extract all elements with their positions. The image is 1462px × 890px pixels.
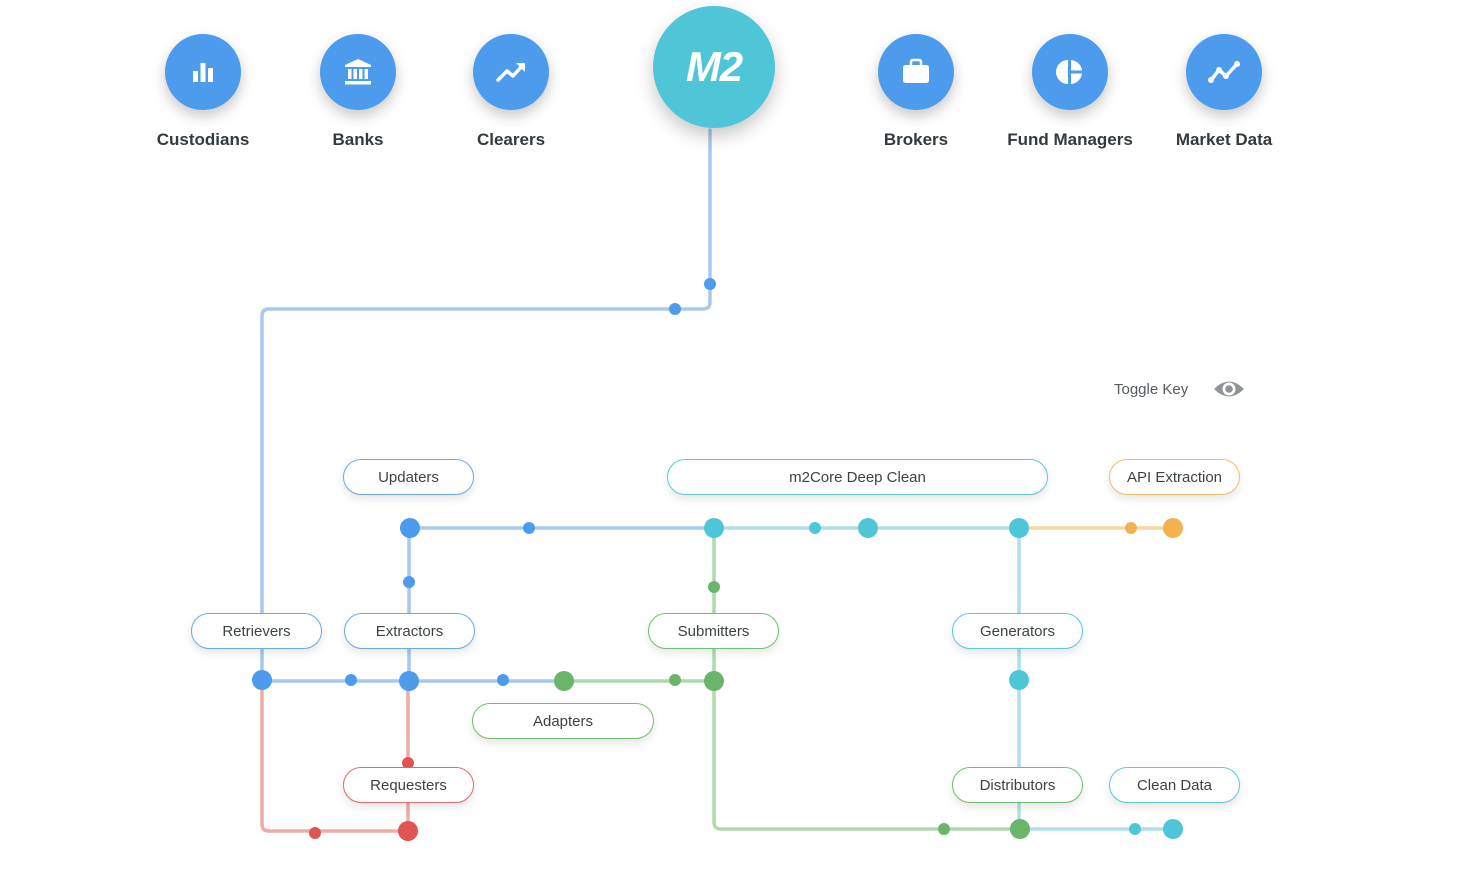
- source-banks[interactable]: Banks: [268, 34, 448, 150]
- toggle-key-label: Toggle Key: [1114, 380, 1189, 398]
- source-custodians[interactable]: Custodians: [113, 34, 293, 150]
- node-extractors[interactable]: Extractors: [344, 613, 475, 649]
- junction-dot: [1125, 522, 1137, 534]
- junction-dot: [1009, 518, 1029, 538]
- junction-dot: [938, 823, 950, 835]
- node-api-extraction[interactable]: API Extraction: [1109, 459, 1240, 495]
- junction-dot: [704, 278, 716, 290]
- junction-dot: [523, 522, 535, 534]
- junction-dot: [1010, 819, 1030, 839]
- junction-dot: [399, 671, 419, 691]
- source-icon-circle: [878, 34, 954, 110]
- junction-dot: [669, 674, 681, 686]
- m2-hub[interactable]: M2: [653, 6, 775, 128]
- retrievers-to-requesters-line: [260, 679, 410, 833]
- source-icon-circle: [1186, 34, 1262, 110]
- junction-dot: [345, 674, 357, 686]
- source-label: Banks: [332, 130, 384, 149]
- source-clearers[interactable]: Clearers: [421, 34, 601, 150]
- pipeline-dots: [252, 278, 1183, 841]
- junction-dot: [400, 518, 420, 538]
- junction-dot: [669, 303, 681, 315]
- junction-dot: [1009, 670, 1029, 690]
- bar-chart-icon: [193, 63, 213, 82]
- junction-dot: [402, 757, 414, 769]
- source-label: Clearers: [476, 130, 546, 149]
- briefcase-icon: [903, 58, 929, 83]
- source-brokers[interactable]: Brokers: [826, 34, 1006, 150]
- node-distributors[interactable]: Distributors: [952, 767, 1083, 803]
- junction-dot: [309, 827, 321, 839]
- trending-up-icon: [496, 63, 525, 82]
- node-submitters[interactable]: Submitters: [648, 613, 779, 649]
- junction-dot: [403, 576, 415, 588]
- source-icon-circle: [165, 34, 241, 110]
- source-label: Market Data: [1175, 130, 1273, 149]
- node-generators[interactable]: Generators: [952, 613, 1083, 649]
- junction-dot: [252, 670, 272, 690]
- eye-icon[interactable]: [1212, 377, 1246, 401]
- source-fund-managers[interactable]: Fund Managers: [980, 34, 1160, 150]
- junction-dot: [398, 821, 418, 841]
- node-clean-data[interactable]: Clean Data: [1109, 767, 1240, 803]
- source-icon-circle: [473, 34, 549, 110]
- source-label: Custodians: [156, 130, 250, 149]
- junction-dot: [1163, 819, 1183, 839]
- junction-dot: [858, 518, 878, 538]
- junction-dot: [704, 671, 724, 691]
- source-label: Brokers: [883, 130, 949, 149]
- junction-dot: [708, 581, 720, 593]
- node-updaters[interactable]: Updaters: [343, 459, 474, 495]
- toggle-key[interactable]: Toggle Key: [1114, 374, 1246, 404]
- junction-dot: [1129, 823, 1141, 835]
- node-m2core-deep-clean[interactable]: m2Core Deep Clean: [667, 459, 1048, 495]
- pie-chart-icon: [1056, 60, 1082, 84]
- node-adapters[interactable]: Adapters: [472, 703, 654, 739]
- bank-icon: [345, 59, 371, 85]
- source-label: Fund Managers: [1007, 130, 1133, 149]
- distributors-line: [712, 679, 1022, 831]
- junction-dot: [497, 674, 509, 686]
- node-requesters[interactable]: Requesters: [343, 767, 474, 803]
- junction-dot: [809, 522, 821, 534]
- source-market-data[interactable]: Market Data: [1134, 34, 1314, 150]
- source-icon-circle: [1032, 34, 1108, 110]
- junction-dot: [1163, 518, 1183, 538]
- junction-dot: [554, 671, 574, 691]
- line-chart-icon: [1208, 61, 1240, 83]
- junction-dot: [704, 518, 724, 538]
- source-icon-circle: [320, 34, 396, 110]
- node-retrievers[interactable]: Retrievers: [191, 613, 322, 649]
- hub-to-retrievers-line: [260, 128, 712, 682]
